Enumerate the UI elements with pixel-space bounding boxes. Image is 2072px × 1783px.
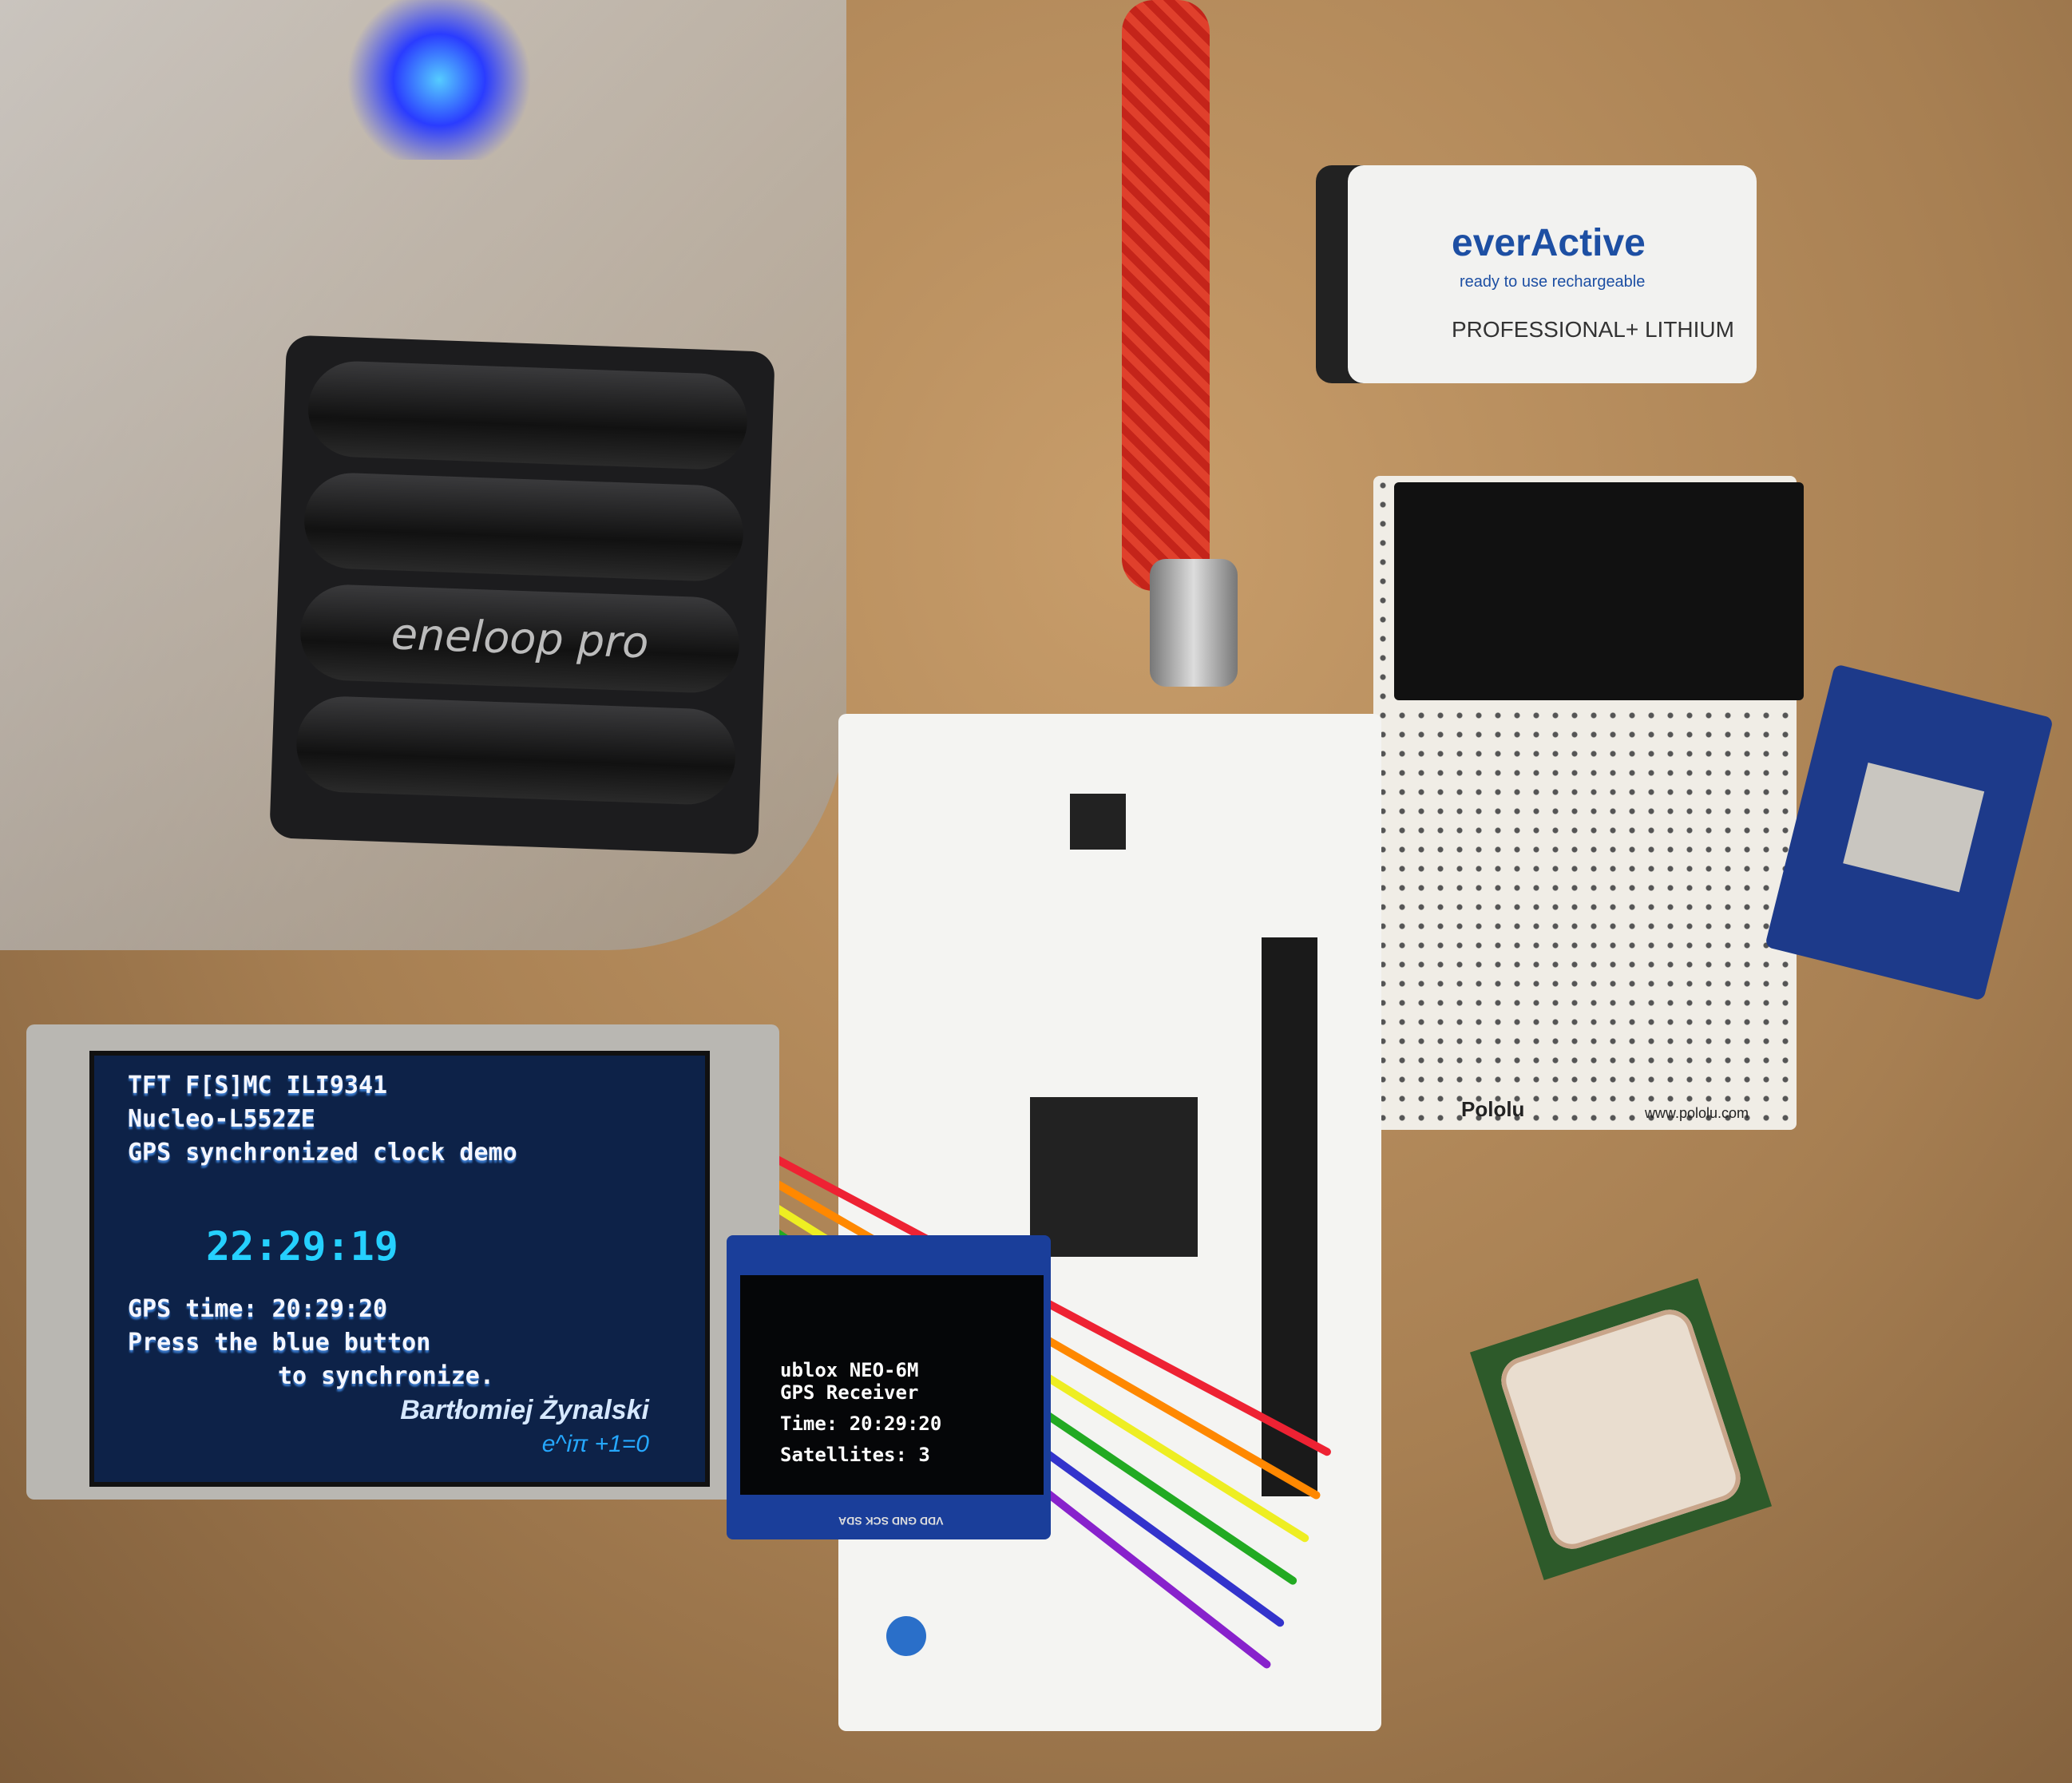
aa-cell: [303, 471, 745, 583]
nucleo-board: [838, 714, 1381, 1731]
battery-subtitle: ready to use rechargeable: [1460, 273, 1646, 291]
oled-time: Time: 20:29:20: [780, 1413, 942, 1435]
antenna-patch: [1495, 1303, 1747, 1555]
gps-module: [1765, 664, 2054, 1001]
tft-gps-time: GPS time: 20:29:20: [128, 1295, 388, 1323]
oled-line: ublox NEO-6M: [780, 1359, 919, 1381]
power-supply-module: [1394, 482, 1804, 700]
usb-plug: [1150, 559, 1238, 687]
aa-battery-holder: eneloop pro: [269, 335, 775, 855]
aa-cell: [295, 695, 738, 806]
usb-cable: [1122, 0, 1210, 591]
aa-cell: [306, 359, 749, 471]
tft-instruction: Press the blue button: [128, 1329, 431, 1357]
oled-pin-labels: VDD GND SCK SDA: [838, 1515, 944, 1527]
signature-formula: e^iπ +1=0: [541, 1431, 649, 1457]
breadboard-brand: Pololu: [1461, 1097, 1525, 1121]
mcu-chip: [1030, 1097, 1198, 1257]
tft-demo: GPS synchronized clock demo: [128, 1139, 517, 1167]
oled-line: GPS Receiver: [780, 1381, 919, 1404]
oled-screen: ublox NEO-6M GPS Receiver Time: 20:29:20…: [740, 1275, 1044, 1495]
breadboard-url: www.pololu.com: [1644, 1105, 1749, 1121]
9v-battery: everActive ready to use rechargeable PRO…: [1348, 165, 1757, 383]
aa-cell: eneloop pro: [299, 583, 742, 695]
gps-antenna: [1469, 1278, 1773, 1581]
tft-clock: 22:29:19: [206, 1223, 398, 1270]
signature: Bartłomiej Żynalski: [400, 1395, 649, 1425]
stlink-chip: [1070, 794, 1126, 850]
battery-type: PROFESSIONAL+ LITHIUM: [1452, 317, 1734, 342]
blue-led-glow: [335, 0, 543, 160]
tft-board: Nucleo-L552ZE: [128, 1105, 315, 1133]
battery-brand: everActive: [1452, 222, 1646, 264]
tft-title: TFT F[S]MC ILI9341: [128, 1072, 388, 1100]
neo-6m-chip: [1843, 762, 1985, 893]
pin-header: [1262, 937, 1317, 1496]
oled-satellites: Satellites: 3: [780, 1444, 930, 1466]
tft-screen: TFT F[S]MC ILI9341 Nucleo-L552ZE GPS syn…: [89, 1051, 710, 1487]
tft-instruction: to synchronize.: [278, 1362, 494, 1390]
blue-user-button[interactable]: [886, 1616, 926, 1656]
